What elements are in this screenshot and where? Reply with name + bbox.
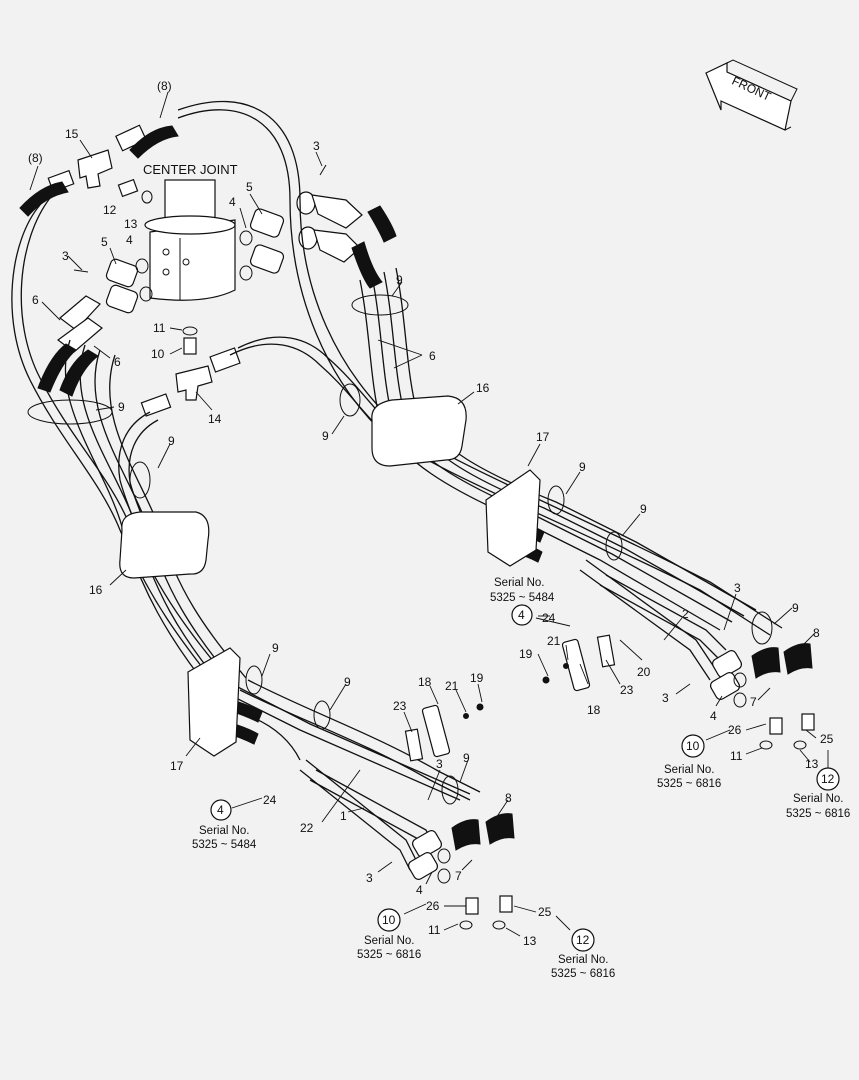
callout-label: 20 — [637, 665, 651, 679]
callout-label: 17 — [536, 430, 550, 444]
callout-label: 2 — [682, 607, 689, 621]
callout-label: 7 — [750, 695, 757, 709]
callout-label: 4 — [416, 883, 423, 897]
callout-label: 9 — [118, 400, 125, 414]
callout-label: 26 — [728, 723, 742, 737]
circled-number: 4 — [217, 803, 224, 817]
callout-label: 10 — [151, 347, 165, 361]
callout-label: 13 — [805, 757, 819, 771]
callout-label: 9 — [792, 601, 799, 615]
serial-range: 5325 ~ 5484 — [192, 839, 257, 851]
callout-label: (8) — [28, 151, 43, 165]
serial-title: Serial No. — [793, 793, 844, 805]
callout-label: 24 — [542, 611, 556, 625]
fitting-parts — [47, 124, 363, 417]
callout-label: 23 — [393, 699, 407, 713]
callout-label: 4 — [229, 195, 236, 209]
callout-label: 9 — [322, 429, 329, 443]
callout-label: 12 — [103, 203, 117, 217]
callout-label: 14 — [208, 412, 222, 426]
leader-lines — [29, 91, 829, 937]
callout-label: (8) — [157, 79, 172, 93]
callout-label: 16 — [89, 583, 103, 597]
callout-label: 3 — [313, 139, 320, 153]
callout-label: 9 — [272, 641, 279, 655]
callout-label: 18 — [587, 703, 601, 717]
circled-number: 4 — [518, 608, 525, 622]
serial-title: Serial No. — [558, 954, 609, 966]
callout-label: 8 — [813, 626, 820, 640]
callout-label: 9 — [579, 460, 586, 474]
serial-range: 5325 ~ 6816 — [657, 778, 721, 790]
callout-label: 23 — [620, 683, 634, 697]
callout-label: 4 — [126, 233, 133, 247]
serial-range: 5325 ~ 6816 — [357, 949, 421, 961]
callout-label: 9 — [463, 751, 470, 765]
callout-label: 11 — [428, 923, 441, 937]
callout-label: 15 — [65, 127, 79, 141]
serial-title: Serial No. — [664, 764, 715, 776]
serial-range: 5325 ~ 6816 — [551, 968, 615, 980]
callout-label: 3 — [734, 581, 741, 595]
callout-label: 21 — [445, 679, 459, 693]
callout-label: 5 — [246, 180, 253, 194]
callout-numbers: (8) (8) 15 12 13 3 4 5 3 5 4 6 6 11 10 1… — [28, 79, 834, 948]
callout-label: 8 — [505, 791, 512, 805]
callout-label: 9 — [640, 502, 647, 516]
circled-number: 12 — [576, 933, 590, 947]
callout-label: 18 — [418, 675, 432, 689]
front-arrow: FRONT — [705, 59, 798, 131]
serial-range: 5325 ~ 6816 — [786, 808, 850, 820]
callout-label: 3 — [366, 871, 373, 885]
callout-label: 9 — [344, 675, 351, 689]
callout-label: 3 — [436, 757, 443, 771]
circled-number: 10 — [686, 739, 700, 753]
callout-label: 4 — [710, 709, 717, 723]
serial-title: Serial No. — [199, 825, 250, 837]
serial-range: 5325 ~ 5484 — [490, 592, 555, 604]
callout-label: 24 — [263, 793, 277, 807]
circled-references: 4 4 10 10 12 12 — [210, 604, 840, 952]
serial-notes: Serial No. 5325 ~ 5484 Serial No. 5325 ~… — [192, 577, 850, 980]
circled-number: 12 — [821, 772, 835, 786]
callout-label: 9 — [168, 434, 175, 448]
callout-label: 6 — [32, 293, 39, 307]
callout-label: 16 — [476, 381, 490, 395]
end-fittings — [404, 634, 815, 930]
callout-label: 7 — [455, 869, 462, 883]
callout-label: 19 — [519, 647, 533, 661]
callout-label: 11 — [730, 749, 743, 763]
serial-title: Serial No. — [494, 577, 545, 589]
center-joint-label: CENTER JOINT — [143, 162, 238, 177]
callout-label: 13 — [523, 934, 537, 948]
callout-label: 5 — [101, 235, 108, 249]
callout-label: 11 — [153, 321, 166, 335]
callout-label: 19 — [470, 671, 484, 685]
callout-label: 6 — [114, 355, 121, 369]
callout-label: 22 — [300, 821, 314, 835]
callout-label: 17 — [170, 759, 184, 773]
center-joint: CENTER JOINT — [143, 162, 238, 301]
callout-label: 21 — [547, 634, 561, 648]
serial-title: Serial No. — [364, 935, 415, 947]
callout-label: 26 — [426, 899, 440, 913]
callout-label: 3 — [62, 249, 69, 263]
callout-label: 25 — [820, 732, 834, 746]
callout-label: 13 — [124, 217, 138, 231]
circled-number: 10 — [382, 913, 396, 927]
callout-label: 3 — [662, 691, 669, 705]
callout-label: 1 — [340, 809, 347, 823]
callout-label: 6 — [429, 349, 436, 363]
callout-label: 9 — [396, 273, 403, 287]
clamp-plates — [27, 294, 773, 805]
callout-label: 25 — [538, 905, 552, 919]
